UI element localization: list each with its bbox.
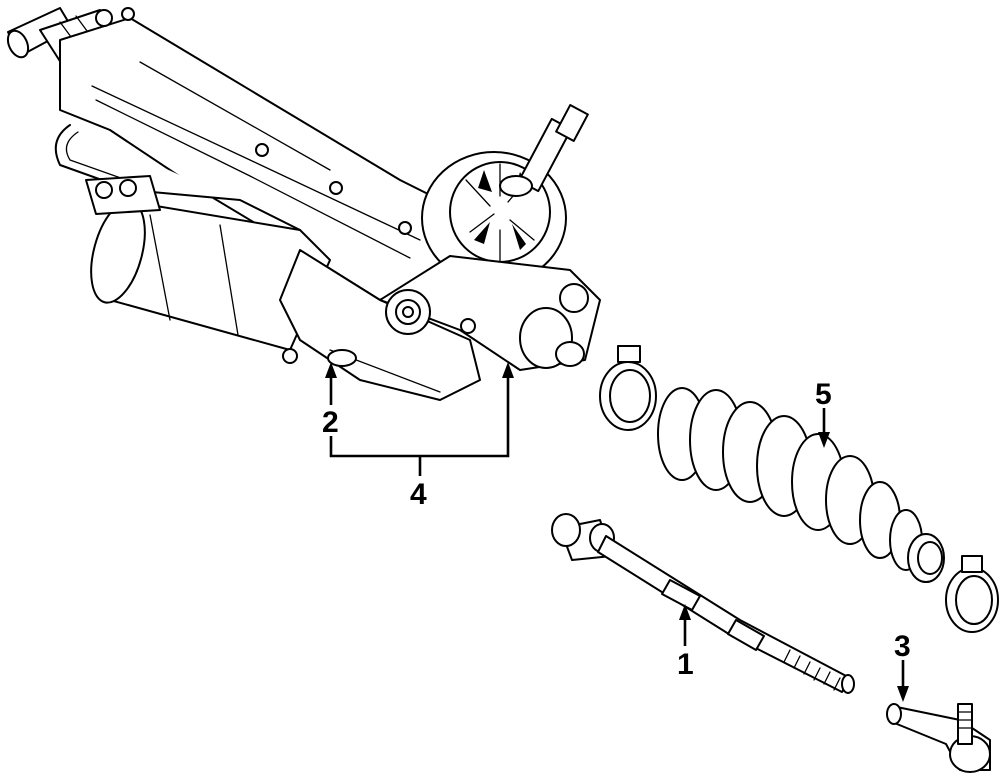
arrow-2 [325, 362, 337, 378]
leader-lines [325, 362, 909, 702]
bellows-boot [657, 387, 945, 583]
inner-tie-rod [551, 513, 855, 694]
callout-4: 4 [410, 478, 427, 511]
outer-tie-rod-end [886, 703, 991, 773]
boot-clamp-outer [945, 555, 999, 633]
arrow-1 [679, 604, 691, 620]
callout-2: 2 [322, 406, 339, 439]
callout-5: 5 [815, 378, 832, 411]
callout-1: 1 [677, 648, 694, 681]
arrow-4 [502, 362, 514, 378]
boot-clamp-inner [599, 345, 657, 431]
steering-gear-assembly [6, 7, 601, 401]
assist-motor [85, 175, 331, 351]
callout-3: 3 [894, 630, 911, 663]
arrow-5 [818, 432, 830, 448]
arrow-3 [897, 686, 909, 702]
pinion-housing [379, 104, 601, 371]
